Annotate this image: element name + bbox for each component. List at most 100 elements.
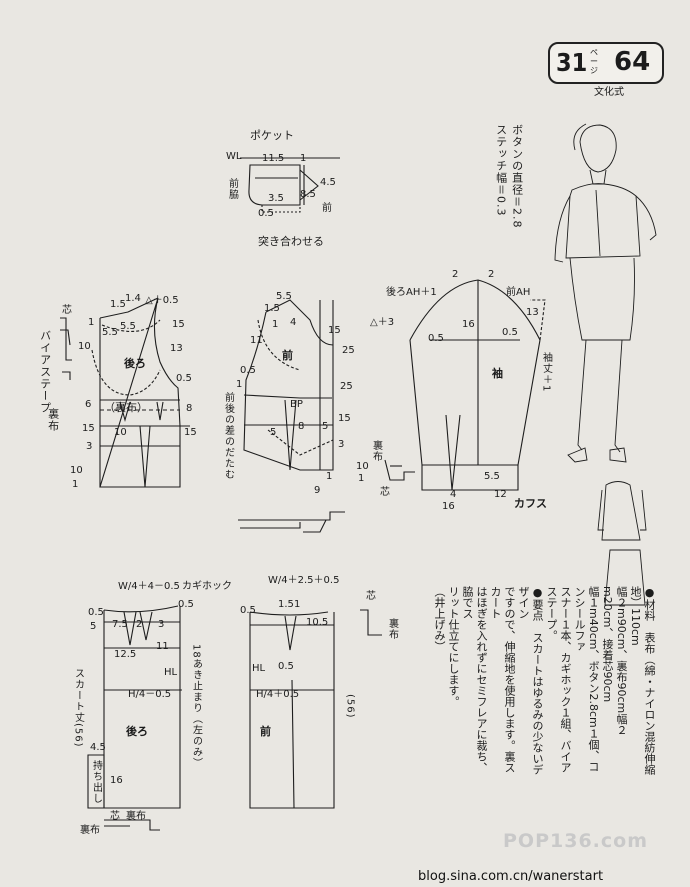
bb-m15: 15	[172, 319, 185, 330]
sleeve-length: 袖丈＋1	[540, 352, 552, 393]
back-skirt-title: 後ろ	[126, 725, 148, 738]
sf-m105: 10.5	[306, 617, 329, 628]
sleeve-title: 袖	[492, 367, 503, 380]
bb-m15a: 1.5	[110, 299, 126, 310]
sleeve-m2b: 2	[488, 269, 495, 280]
bb-m55: 5.5	[102, 327, 118, 338]
pocket-join-note: 突き合わせる	[258, 235, 324, 248]
front-bodice-pattern	[238, 299, 345, 533]
sleeve-m4: 4	[450, 489, 457, 500]
back-lining-cloth-label: 裏布	[46, 408, 60, 432]
skirt-opening-note: 18あき止まり（左のみ）	[190, 644, 202, 769]
sleeve-m16b: 16	[442, 501, 455, 512]
bb-m6: 6	[85, 399, 92, 410]
notes-line: （井上げみ）	[433, 586, 446, 652]
notes-line: ●要点 スカートはゆるみの少ないデザイン	[517, 586, 544, 775]
sb-m11: 11	[156, 641, 169, 652]
cuffs-label: カフス	[514, 497, 547, 510]
blog-credit[interactable]: blog.sina.com.cn/wanerstart	[418, 869, 604, 884]
sleeve-lining: 裏布	[370, 440, 382, 462]
fb-m15: 1.5	[264, 303, 280, 314]
sleeve-m3: △＋3	[370, 317, 395, 328]
fb-m9: 9	[314, 485, 321, 496]
skirt-length: スカート丈(56)	[72, 668, 84, 748]
bb-m15c: 15	[184, 427, 197, 438]
sb-m16: 16	[110, 775, 123, 786]
back-lining-label: （裏布）	[104, 401, 148, 414]
sleeve-front-ah: 前AH	[506, 287, 531, 298]
page-label: ページ	[590, 48, 598, 75]
sf-h: H/4＋0.5	[256, 689, 300, 700]
page-right-number: 64	[614, 47, 651, 77]
notes-line: はほぎを入れずにセミフレアに裁ち、脇でス	[461, 586, 488, 773]
front-diff-note: 前後の差のだたむ	[222, 392, 234, 480]
sleeve-m13: 13	[526, 307, 539, 318]
sf-m15: 1.5	[278, 599, 294, 610]
pocket-m45: 4.5	[320, 177, 336, 188]
sleeve-m05: 0.5	[428, 333, 444, 344]
sb-m05: 0.5	[88, 607, 104, 618]
sleeve-back-ah: 後ろAH＋1	[386, 287, 437, 298]
bias-tape-label: バイアステープ	[38, 330, 52, 414]
fb-bp: BP	[290, 399, 303, 410]
back-core-label: 芯	[62, 305, 72, 316]
fb-m05: 0.5	[240, 365, 256, 376]
fb-m4: 4	[290, 317, 297, 328]
bb-m10c: 10	[70, 465, 83, 476]
sb-h: H/4－0.5	[128, 689, 172, 700]
bb-m13: 13	[170, 343, 183, 354]
sleeve-m55: 5.5	[484, 471, 500, 482]
sb-hl: HL	[164, 667, 178, 678]
notes-line: 幅２m90cm、裏布90cm幅２m20cm、接着芯90cm	[601, 586, 628, 736]
sb-m5: 5	[90, 621, 97, 632]
notes-line: 幅１m40cm、ボタン2.8cm１個、コンシールファ	[573, 586, 600, 772]
figure-illustration	[554, 123, 657, 606]
notes-line: リット仕立てにします。	[447, 586, 460, 707]
sleeve-pattern	[384, 279, 546, 491]
notes-line: ですので、伸縮地を使用します。裏スカート	[489, 586, 516, 773]
fb-m3: 3	[338, 439, 345, 450]
fb-m11: 11	[250, 335, 263, 346]
sb-lining: 裏布	[80, 825, 100, 836]
front-bodice-title: 前	[282, 349, 293, 362]
sb-m2: 2	[136, 619, 143, 630]
sleeve-m12: 12	[494, 489, 507, 500]
bb-m3: 3	[86, 441, 93, 452]
sf-m1: 1	[294, 599, 301, 610]
button-note: ボタンの直径＝2.8	[510, 124, 524, 229]
fb-m25: 25	[342, 345, 355, 356]
sleeve-m16: 16	[462, 319, 475, 330]
sb-m3: 3	[158, 619, 165, 630]
sf-m56: (56)	[344, 694, 356, 719]
sf-core: 芯	[366, 591, 376, 602]
back-skirt-pattern	[87, 605, 182, 831]
page-number-badge: 31 ページ 64	[548, 42, 664, 84]
publisher-label: 文化式	[594, 87, 624, 98]
sf-lining: 裏布	[386, 618, 398, 640]
notes-line: スナー１本、カギホック１組、バイアステープ。	[545, 586, 572, 773]
notes-line: ●材料 表布（綿・ナイロン混紡伸縮地）110cm	[629, 586, 656, 775]
pocket-title: ポケット	[250, 129, 294, 142]
sleeve-m1: 1	[358, 473, 365, 484]
sb-m75: 7.5	[112, 619, 128, 630]
sf-hl: HL	[252, 663, 266, 674]
sb-core: 芯	[110, 811, 120, 822]
bb-m05: △＋0.5	[145, 295, 179, 306]
bb-m1b: 1	[72, 479, 79, 490]
bb-m05b: 0.5	[176, 373, 192, 384]
pocket-wl: WL	[226, 151, 242, 162]
sb-m05b: 0.5	[178, 599, 194, 610]
bb-m10: 10	[78, 341, 91, 352]
skirt-front-w: W/4＋2.5＋0.5	[268, 575, 340, 586]
sleeve-m10: 10	[356, 461, 369, 472]
sf-m05b: 0.5	[278, 661, 294, 672]
pocket-m85: 8.5	[300, 189, 316, 200]
fb-m5b: 5	[322, 421, 329, 432]
sb-lining2: 裏布	[126, 811, 146, 822]
stitch-note: ステッチ幅＝0.3	[494, 124, 508, 217]
back-bodice-pattern	[60, 297, 190, 488]
pocket-front: 前	[322, 203, 332, 214]
bb-m155: 5.5	[120, 321, 136, 332]
fb-m55: 5.5	[276, 291, 292, 302]
bb-m8: 8	[186, 403, 193, 414]
